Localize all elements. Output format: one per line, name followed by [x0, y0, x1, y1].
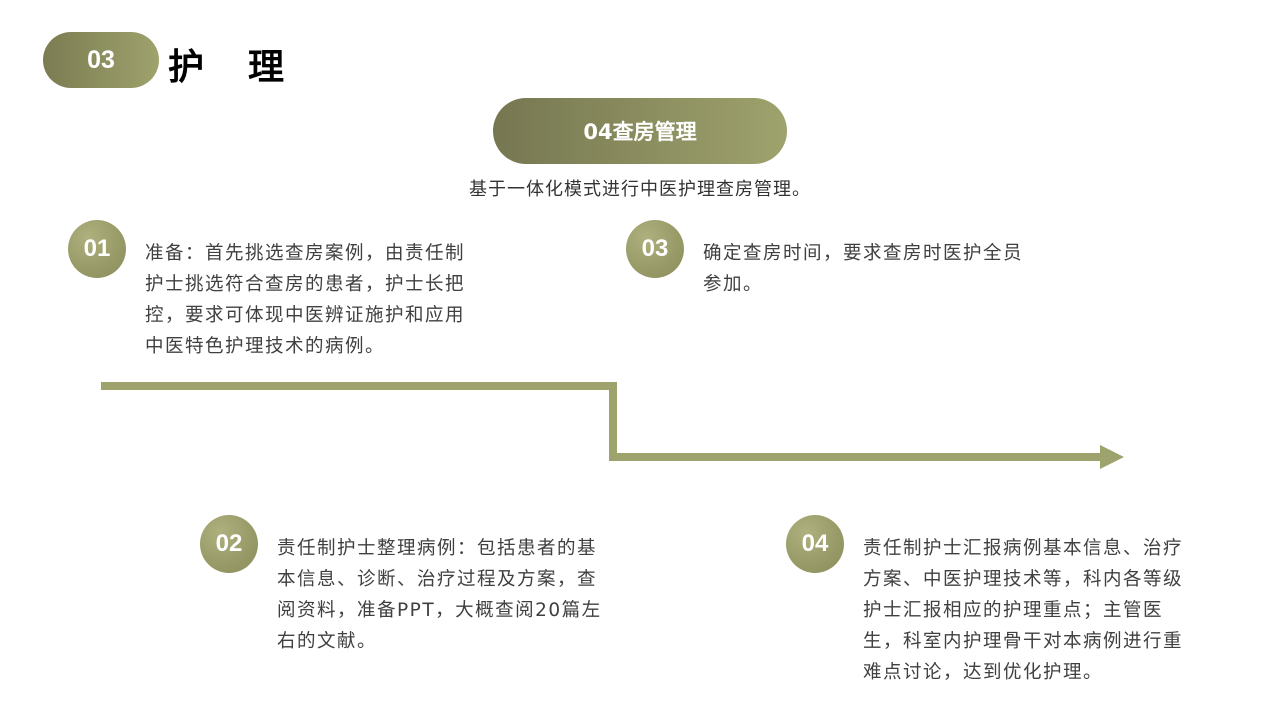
topic-title-pill: 04查房管理: [493, 98, 787, 164]
section-number-badge: 03: [43, 32, 159, 88]
step-number-circle: 01: [68, 220, 126, 278]
step-number: 03: [641, 235, 669, 262]
step-number: 01: [83, 235, 111, 262]
step-number: 02: [215, 530, 243, 557]
topic-subtitle: 基于一体化模式进行中医护理查房管理。: [469, 179, 811, 200]
section-title: 护理: [168, 46, 329, 88]
step-number-circle: 02: [200, 515, 258, 573]
step-number: 04: [801, 530, 829, 557]
arrow-head-icon: [1100, 445, 1124, 469]
step-number-circle: 04: [786, 515, 844, 573]
section-number: 03: [87, 45, 115, 74]
step-description: 责任制护士汇报病例基本信息、治疗方案、中医护理技术等，科内各等级护士汇报相应的护…: [863, 538, 1184, 683]
step-number-circle: 03: [626, 220, 684, 278]
step-description: 确定查房时间，要求查房时医护全员参加。: [703, 243, 1024, 295]
step-description: 责任制护士整理病例：包括患者的基本信息、诊断、治疗过程及方案，查阅资料，准备PP…: [277, 538, 602, 652]
topic-title: 04查房管理: [583, 120, 697, 144]
step-description: 准备：首先挑选查房案例，由责任制护士挑选符合查房的患者，护士长把控，要求可体现中…: [145, 243, 466, 357]
